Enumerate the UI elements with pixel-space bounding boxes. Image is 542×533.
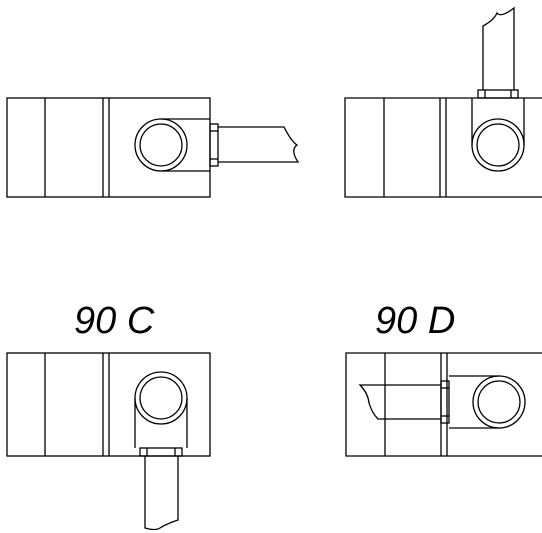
variant-d: 90 D bbox=[345, 300, 542, 457]
cable bbox=[482, 6, 515, 90]
cable bbox=[144, 456, 179, 531]
mounting-hole-outer bbox=[134, 371, 188, 425]
load-cell-body bbox=[344, 97, 542, 198]
variant-b bbox=[344, 6, 542, 198]
variant-a bbox=[6, 97, 300, 198]
mounting-hole-outer bbox=[472, 375, 526, 429]
cable-gland bbox=[477, 89, 519, 99]
variant-label: 90 D bbox=[375, 300, 455, 342]
mounting-hole-inner bbox=[139, 123, 183, 167]
mounting-hole-inner bbox=[476, 123, 520, 167]
mounting-hole-outer bbox=[471, 118, 525, 172]
mounting-hole-inner bbox=[477, 380, 521, 424]
load-cell-body bbox=[345, 352, 542, 457]
variant-c: 90 C bbox=[6, 300, 211, 531]
cable-gland bbox=[209, 123, 219, 167]
cable bbox=[358, 384, 441, 420]
cable bbox=[218, 126, 300, 163]
mounting-hole-inner bbox=[139, 376, 183, 420]
variant-label: 90 C bbox=[74, 300, 155, 342]
mounting-hole-outer bbox=[134, 118, 188, 172]
cable-gland bbox=[139, 447, 183, 457]
cable-gland bbox=[440, 380, 450, 424]
